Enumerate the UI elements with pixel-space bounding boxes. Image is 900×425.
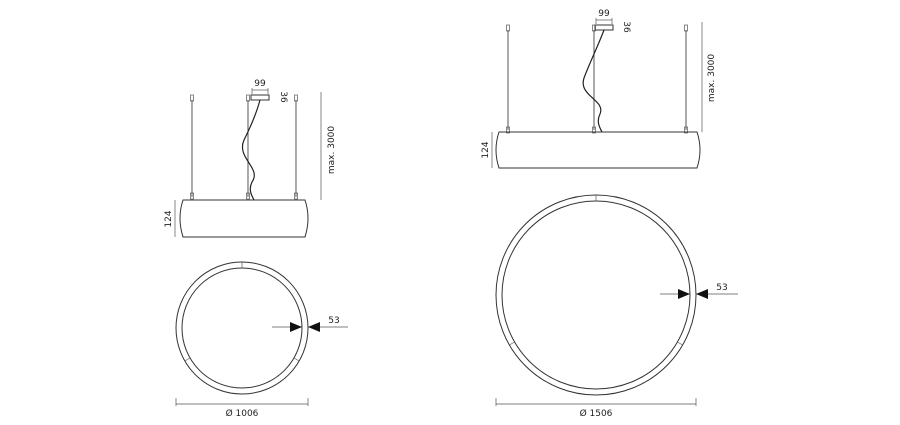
right-canopy-height-label: 36 xyxy=(621,21,631,33)
right-plan-view: 53 Ø 1506 xyxy=(495,194,738,419)
left-ring-outer xyxy=(175,261,309,395)
left-ring-inner xyxy=(181,267,303,389)
left-power-wire xyxy=(241,99,261,201)
right-body-height-label: 124 xyxy=(481,141,491,158)
left-diameter-label: Ø 1006 xyxy=(226,408,259,419)
left-plan-view: 53 Ø 1006 xyxy=(175,261,348,419)
right-side-elevation: 99 36 124 max. 3000 xyxy=(481,9,717,169)
right-power-wire xyxy=(582,29,605,133)
right-ring-inner xyxy=(501,200,691,390)
left-canopy-height-label: 36 xyxy=(278,91,288,103)
right-ring-outer xyxy=(495,194,697,396)
right-diameter-label: Ø 1506 xyxy=(580,408,613,419)
right-suspension-label: max. 3000 xyxy=(707,54,717,103)
left-canopy-width-label: 99 xyxy=(254,79,266,89)
left-canopy xyxy=(250,94,270,101)
left-ring-width-label: 53 xyxy=(328,316,339,326)
right-ring-width-label: 53 xyxy=(716,283,727,293)
left-luminaire-body xyxy=(179,199,309,238)
right-luminaire-body xyxy=(495,131,701,169)
left-suspension-label: max. 3000 xyxy=(327,126,337,175)
right-canopy-width-label: 99 xyxy=(598,9,610,19)
left-body-height-label: 124 xyxy=(164,210,174,227)
right-canopy xyxy=(594,24,614,31)
left-side-elevation: 99 36 124 max. 3000 xyxy=(164,79,337,238)
